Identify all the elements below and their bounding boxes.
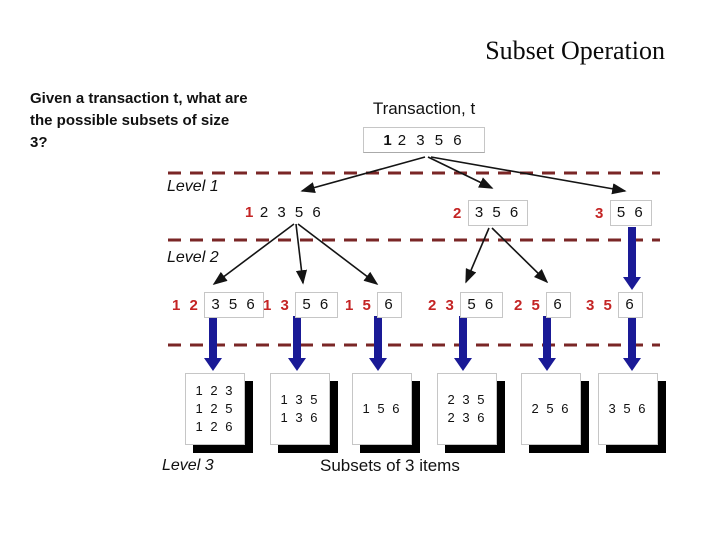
- subset-line: 1 3 5: [280, 392, 320, 407]
- subset-box-4: 2 3 5 2 3 6: [437, 373, 497, 445]
- level1-label: Level 1: [167, 178, 219, 195]
- blue-arrows-level2-to-level3: [204, 316, 641, 371]
- subset-line: 1 3 6: [280, 410, 320, 425]
- level2-node-5: 2 5 6: [514, 292, 572, 318]
- question-line: 3?: [30, 134, 48, 151]
- transaction-rest-items: 2 3 5 6: [397, 131, 465, 149]
- node-suffix: 5 6: [460, 292, 503, 318]
- level1-node2-branch-arrows: [465, 227, 549, 284]
- subset-box-1: 1 2 3 1 2 5 1 2 6: [185, 373, 245, 445]
- node-suffix: 6: [377, 292, 403, 318]
- node-suffix: 3 5 6: [467, 200, 528, 226]
- node-suffix: 2 3 5 6: [259, 204, 324, 221]
- transaction-first-item: 1: [383, 131, 395, 149]
- subset-line: 1 2 3: [195, 383, 235, 398]
- subsets-caption: Subsets of 3 items: [320, 456, 460, 475]
- node-prefix: 1: [245, 204, 256, 221]
- subset-box-3: 1 5 6: [352, 373, 412, 445]
- node-suffix: 5 6: [295, 292, 338, 318]
- level2-node-1: 1 2 3 5 6: [172, 292, 265, 318]
- subset-line: 1 2 6: [195, 419, 235, 434]
- node-suffix: 3 5 6: [204, 292, 265, 318]
- node-suffix: 6: [546, 292, 572, 318]
- subset-line: 2 3 6: [447, 410, 487, 425]
- transaction-itemset-box: 1 2 3 5 6: [363, 127, 485, 153]
- node-prefix: 3 5: [586, 296, 615, 314]
- level2-node-2: 1 3 5 6: [263, 292, 338, 318]
- node-prefix: 3: [595, 204, 606, 222]
- level3-label: Level 3: [162, 457, 214, 474]
- level1-node-1: 1 2 3 5 6: [245, 204, 323, 221]
- subset-box-6: 3 5 6: [598, 373, 658, 445]
- subset-line: 2 5 6: [531, 401, 571, 416]
- subset-box-5: 2 5 6: [521, 373, 581, 445]
- node-prefix: 2 3: [428, 296, 457, 314]
- node-prefix: 1 2: [172, 296, 201, 314]
- level1-node-2: 2 3 5 6: [453, 200, 528, 226]
- node-suffix: 5 6: [609, 200, 653, 226]
- level2-node-3: 1 5 6: [345, 292, 403, 318]
- level2-label: Level 2: [167, 249, 219, 266]
- level2-node-4: 2 3 5 6: [428, 292, 503, 318]
- subset-line: 1 5 6: [362, 401, 402, 416]
- level1-node-3: 3 5 6: [595, 200, 653, 226]
- subset-box-2: 1 3 5 1 3 6: [270, 373, 330, 445]
- node-prefix: 1 5: [345, 296, 374, 314]
- transaction-branch-arrows: [300, 156, 627, 195]
- node-suffix: 6: [618, 292, 644, 318]
- node-prefix: 2: [453, 204, 464, 222]
- slide-title: Subset Operation: [485, 36, 665, 65]
- node-prefix: 2 5: [514, 296, 543, 314]
- question-text: Given a transaction t, what are the poss…: [30, 88, 290, 154]
- subset-line: 1 2 5: [195, 401, 235, 416]
- level1-node1-branch-arrows: [212, 223, 379, 285]
- blue-arrow-level1-to-level2: [623, 227, 641, 290]
- node-prefix: 1 3: [263, 296, 292, 314]
- question-line: the possible subsets of size: [30, 112, 230, 129]
- transaction-label: Transaction, t: [372, 99, 476, 118]
- subset-line: 3 5 6: [608, 401, 648, 416]
- subset-line: 2 3 5: [447, 392, 487, 407]
- level2-node-6: 3 5 6: [586, 292, 644, 318]
- question-line: Given a transaction t, what are: [30, 90, 248, 107]
